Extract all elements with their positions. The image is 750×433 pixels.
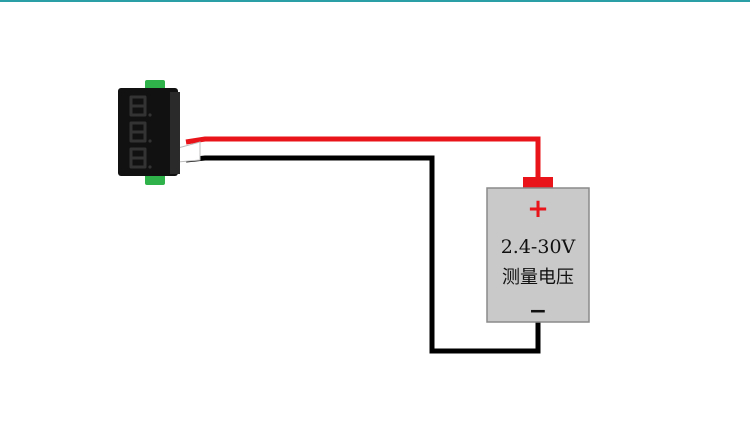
positive-wire <box>185 136 541 180</box>
digit-segment-icon <box>129 121 147 143</box>
battery-minus-sign: − <box>529 299 547 324</box>
top-accent-line <box>0 0 750 2</box>
voltmeter-side <box>170 92 180 174</box>
voltmeter-module <box>118 80 180 185</box>
wire-sleeve <box>177 141 201 163</box>
battery-positive-terminal <box>523 177 553 189</box>
voltmeter-digits <box>129 95 152 169</box>
mount-tab-top <box>145 80 165 90</box>
battery-voltage-range: 2.4-30V <box>501 236 576 258</box>
negative-wire <box>185 155 541 354</box>
decimal-point <box>148 165 152 169</box>
decimal-point <box>148 113 152 117</box>
battery-body <box>486 187 590 323</box>
decimal-point <box>148 139 152 143</box>
battery: + 2.4-30V 测量电压 − <box>486 177 590 324</box>
digit-segment-icon <box>129 147 147 169</box>
voltmeter-body <box>118 88 178 176</box>
digit-segment-icon <box>129 95 147 117</box>
mount-tab-bottom <box>145 174 165 185</box>
battery-plus-sign: + <box>527 194 549 224</box>
battery-label: 测量电压 <box>502 267 574 288</box>
